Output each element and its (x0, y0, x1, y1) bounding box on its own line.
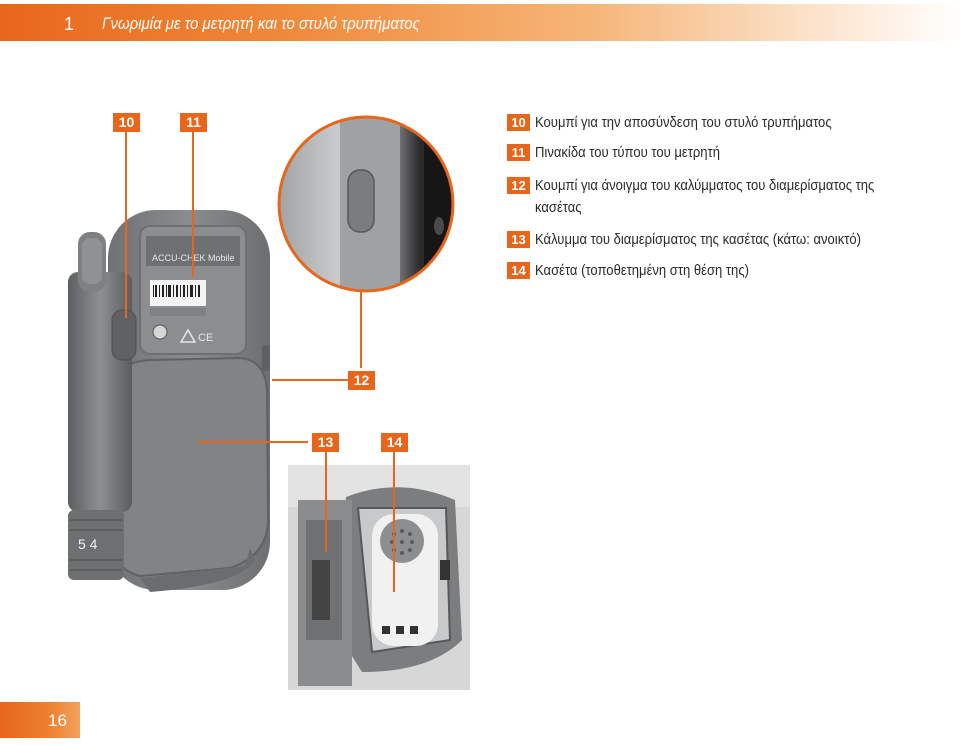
legend-text: Κουμπί για άνοιγμα του καλύμματος του δι… (535, 175, 904, 219)
callout-11: 11 (180, 113, 207, 132)
page-number: 16 (48, 711, 67, 731)
legend-number: 13 (507, 231, 530, 248)
legend-text: Πινακίδα του τύπου του μετρητή (535, 142, 904, 164)
legend-text: Κουμπί για την αποσύνδεση του στυλό τρυπ… (535, 112, 904, 134)
svg-text:CE: CE (198, 332, 213, 344)
legend-text: Κάλυμμα του διαμερίσματος της κασέτας (κ… (535, 229, 904, 251)
open-compartment (288, 465, 470, 690)
callout-12: 12 (348, 371, 375, 390)
meter-body: ACCU-CHEK Mobile CE (108, 210, 270, 592)
zoom-detail (270, 110, 470, 300)
scale-digits: 5 4 (78, 536, 98, 552)
legend-number: 14 (507, 262, 530, 279)
callout-13: 13 (312, 433, 339, 452)
legend-number: 11 (507, 144, 530, 161)
callout-10: 10 (113, 113, 140, 132)
footer-bar (0, 702, 80, 738)
legend-number: 12 (507, 177, 530, 194)
legend-text: Κασέτα (τοποθετημένη στη θέση της) (535, 260, 904, 282)
callout-14: 14 (381, 433, 408, 452)
legend-number: 10 (507, 114, 530, 131)
